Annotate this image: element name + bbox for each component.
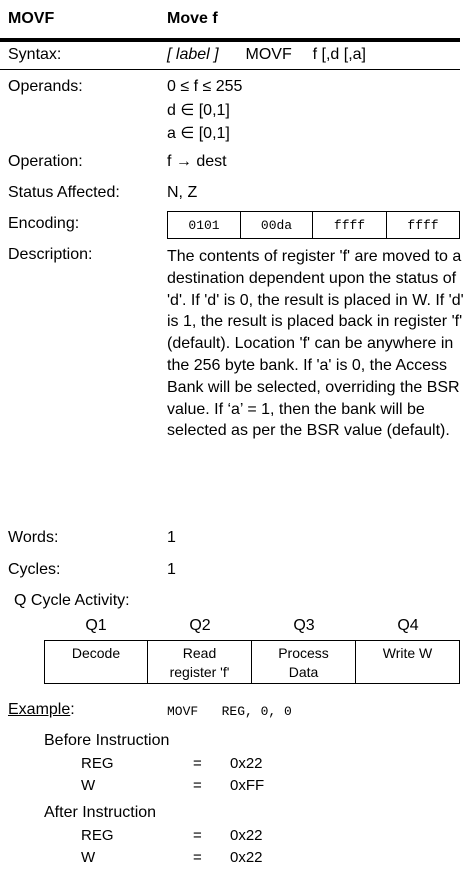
operand-line: 0 ≤ f ≤ 255 [167, 78, 243, 95]
q-header: Q2 [189, 617, 211, 634]
syntax-value: [ label ] MOVF f [,d [,a] [167, 46, 366, 64]
example-code: MOVF REG, 0, 0 [167, 704, 292, 719]
q-cell: Read register 'f' [148, 640, 252, 684]
operand-line: a ∈ [0,1] [167, 125, 230, 142]
row-divider [0, 69, 460, 70]
status-label: Status Affected: [8, 184, 120, 201]
q-header: Q1 [85, 617, 107, 634]
q-header: Q3 [293, 617, 315, 634]
q-cycle-label: Q Cycle Activity: [14, 592, 130, 609]
reg-value: 0xFF [230, 777, 265, 794]
cycles-label: Cycles: [8, 561, 61, 578]
header-rule [0, 38, 460, 42]
encoding-cell: 0101 [167, 211, 241, 239]
instruction-mnemonic: MOVF [8, 10, 55, 27]
q-cell: Write W [356, 640, 460, 684]
equals-sign: = [193, 755, 202, 772]
q-cell: Decode [44, 640, 148, 684]
equals-sign: = [193, 777, 202, 794]
description-label: Description: [8, 246, 93, 263]
q-header: Q4 [397, 617, 419, 634]
example-colon: : [70, 701, 75, 718]
words-label: Words: [8, 529, 59, 546]
equals-sign: = [193, 827, 202, 844]
description-text: The contents of register 'f' are moved t… [167, 248, 464, 440]
encoding-cell: ffff [313, 211, 387, 239]
syntax-label-part: [ label ] [167, 46, 219, 63]
syntax-operands: f [,d [,a] [312, 46, 366, 63]
cycles-value: 1 [167, 561, 176, 578]
reg-value: 0x22 [230, 755, 263, 772]
reg-value: 0x22 [230, 849, 263, 866]
after-title: After Instruction [44, 804, 157, 821]
reg-name: W [81, 777, 96, 794]
words-value: 1 [167, 529, 176, 546]
operand-line: d ∈ [0,1] [167, 102, 230, 119]
status-value: N, Z [167, 184, 198, 201]
encoding-table: 0101 00da ffff ffff [167, 211, 460, 239]
reg-value: 0x22 [230, 827, 263, 844]
syntax-mnemonic: MOVF [245, 46, 292, 63]
encoding-label: Encoding: [8, 215, 80, 232]
encoding-cell: 00da [241, 211, 313, 239]
reg-name: REG [81, 755, 114, 772]
operation-value: f → dest [167, 153, 227, 170]
q-cycle-table: Decode Read register 'f' Process Data Wr… [44, 640, 460, 684]
instruction-title: Move f [167, 10, 218, 27]
reg-name: REG [81, 827, 114, 844]
encoding-cell: ffff [387, 211, 460, 239]
q-cell: Process Data [252, 640, 356, 684]
syntax-label: Syntax: [8, 46, 62, 63]
example-label: Example [8, 701, 71, 718]
equals-sign: = [193, 849, 202, 866]
reg-name: W [81, 849, 96, 866]
operation-label: Operation: [8, 153, 83, 170]
operands-label: Operands: [8, 78, 83, 95]
before-title: Before Instruction [44, 732, 170, 749]
example-heading: Example: [8, 701, 75, 719]
